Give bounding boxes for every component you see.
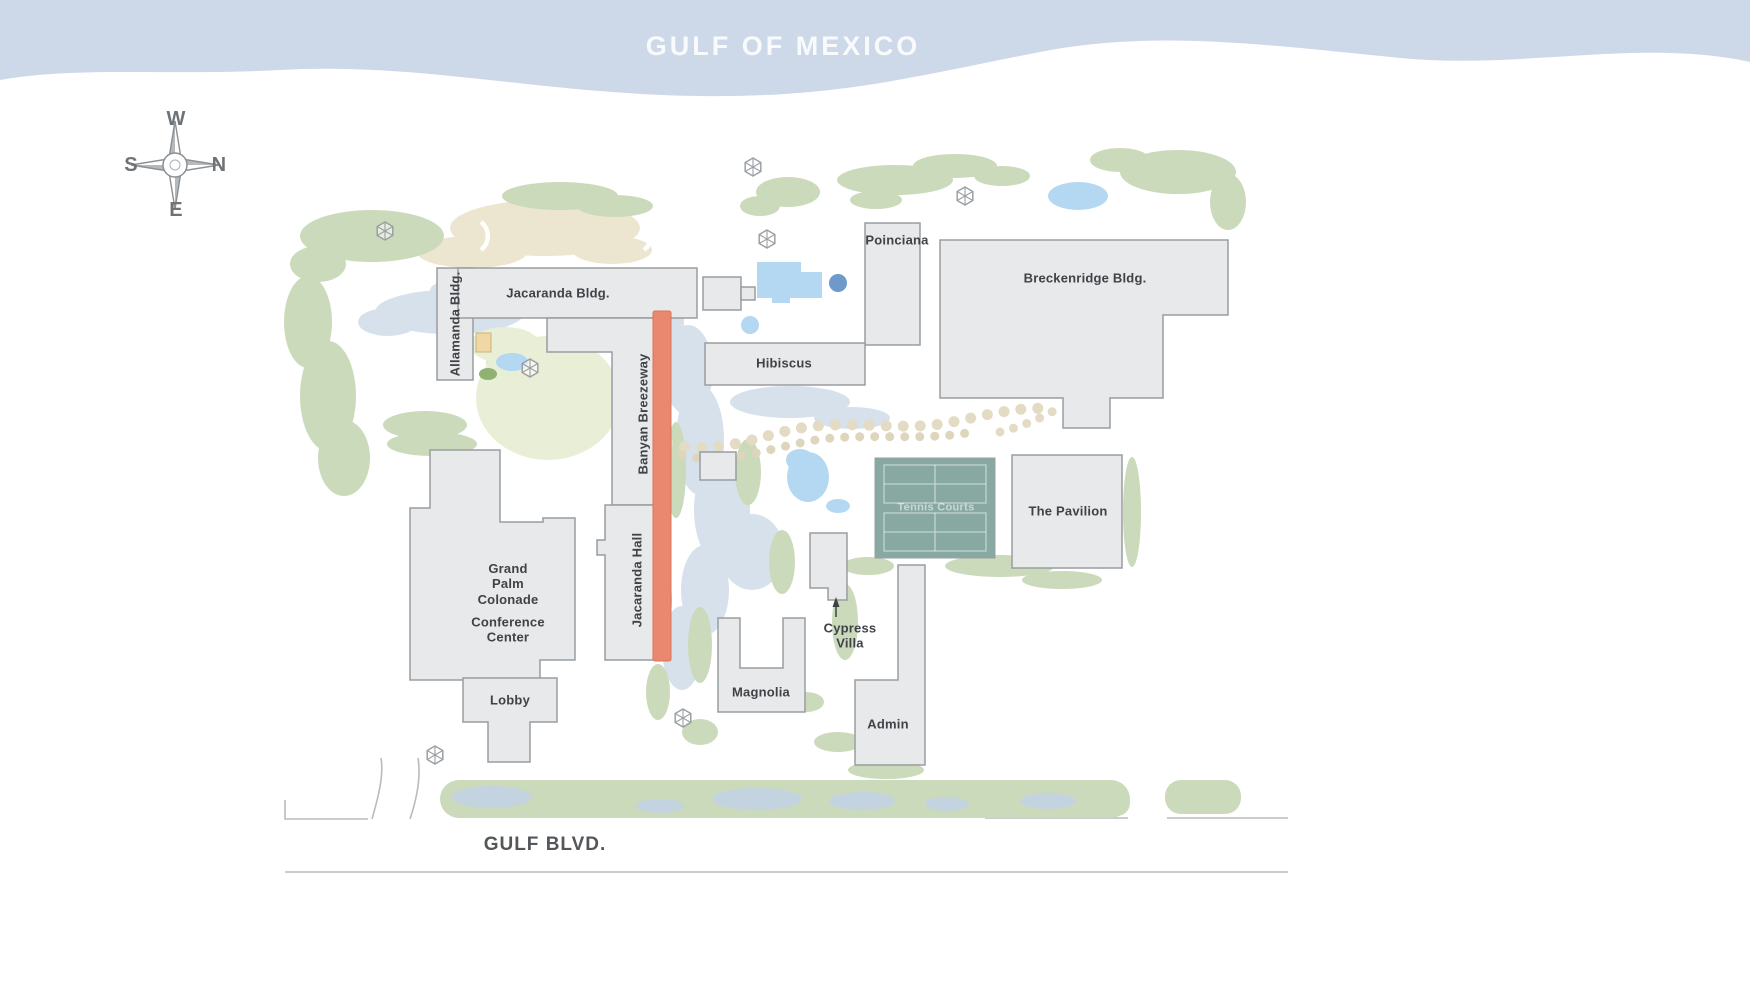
building-magnolia xyxy=(717,617,806,713)
building-hibiscus xyxy=(704,342,866,386)
breezeway-highlight xyxy=(652,310,672,662)
building-small-hut xyxy=(699,451,737,481)
building-lobby xyxy=(462,677,558,763)
bench-arcs xyxy=(479,220,653,252)
building-breckenridge xyxy=(939,239,1229,429)
gulf-water xyxy=(0,0,1750,97)
building-cypress-villa xyxy=(809,532,848,601)
building-pool-house xyxy=(702,276,742,311)
building-pavilion xyxy=(1011,454,1123,569)
buildings xyxy=(409,222,1229,766)
building-admin xyxy=(854,564,926,766)
building-poinciana xyxy=(864,222,921,346)
building-jacaranda xyxy=(457,267,698,319)
bottom-strip-ponds xyxy=(452,786,1076,813)
building-pool-house-annex xyxy=(740,286,756,301)
building-jacaranda-hall xyxy=(596,504,658,661)
cypress-villa-arrow xyxy=(832,597,840,617)
pools-and-ponds xyxy=(496,182,1108,513)
building-grand-palm xyxy=(409,449,576,681)
compass-rose-icon xyxy=(130,120,220,210)
tennis-courts-area xyxy=(874,457,996,559)
garden-hut xyxy=(475,332,492,353)
